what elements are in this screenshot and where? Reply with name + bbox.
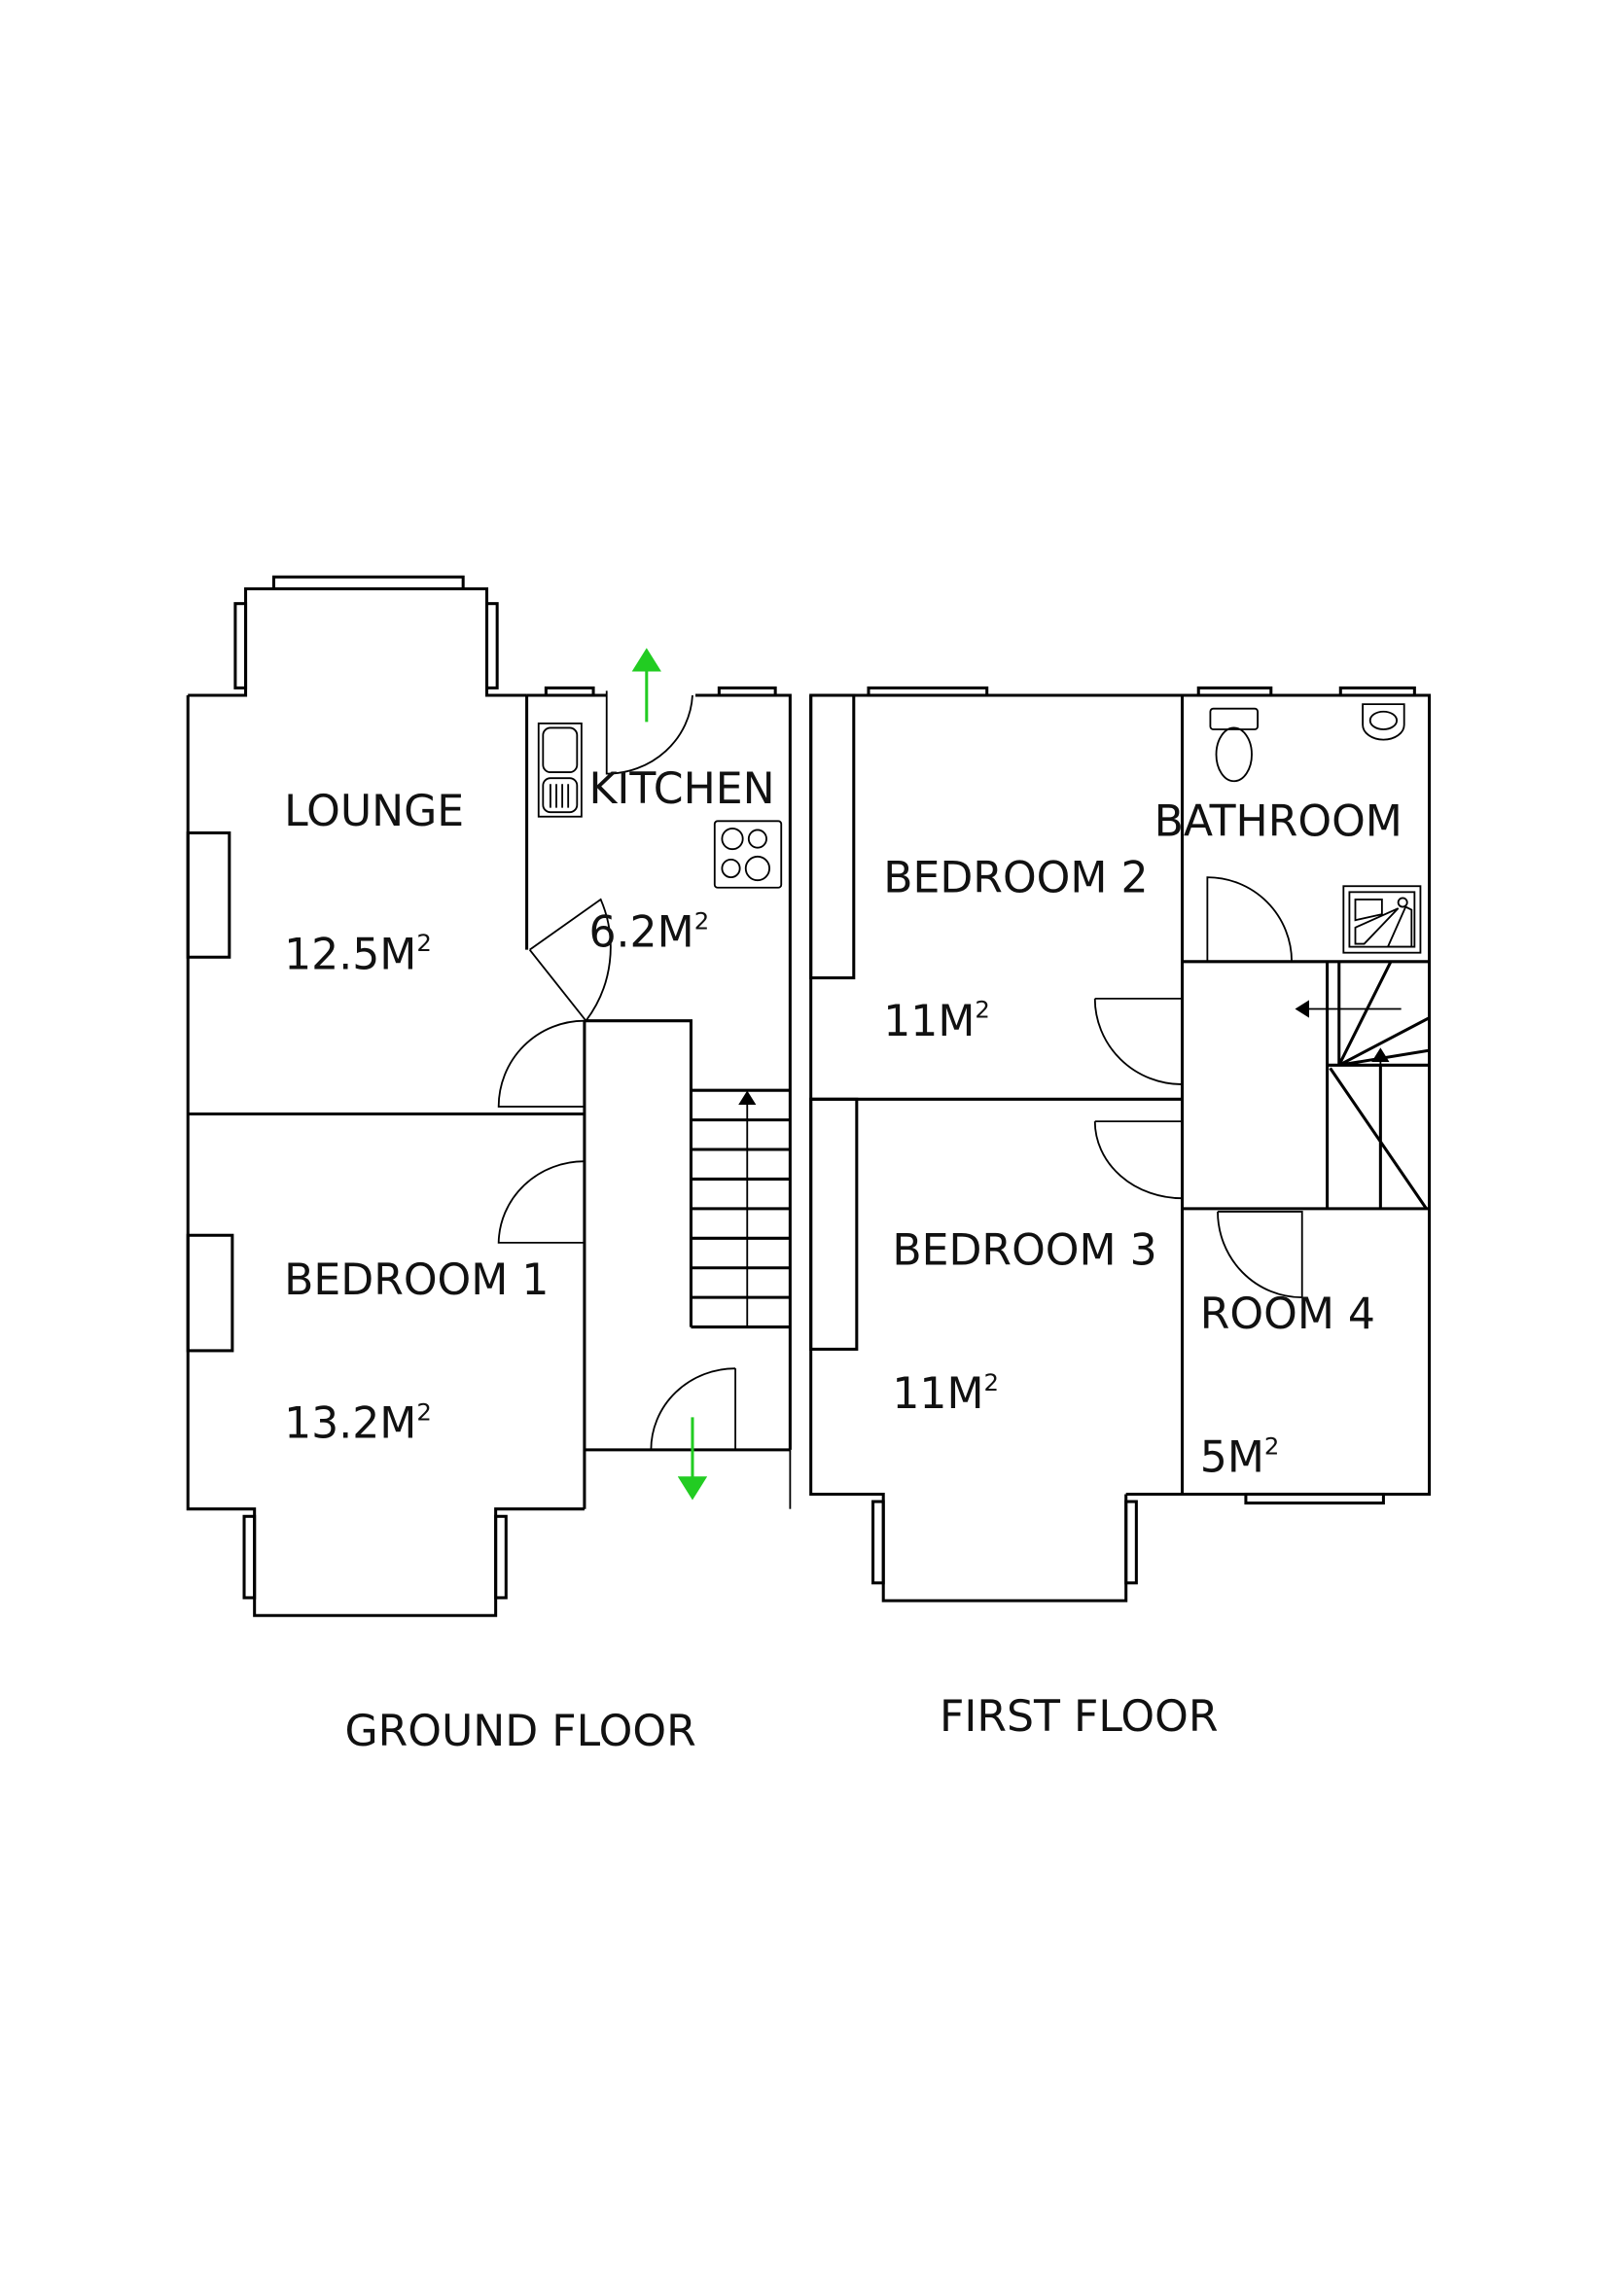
bedroom2-door[interactable]	[1093, 997, 1183, 1085]
room-area-lounge: 12.5M2	[284, 929, 432, 979]
room-name-room-4: ROOM 4	[1200, 1289, 1375, 1339]
window	[1124, 1500, 1138, 1585]
window	[544, 686, 595, 697]
room-area-bedroom-2: 11M2	[883, 996, 990, 1046]
lounge-bay	[188, 586, 527, 697]
floor-title-first: FIRST FLOOR	[940, 1692, 1218, 1742]
shower-icon	[1342, 885, 1422, 954]
internal-walls	[810, 694, 1430, 1495]
hallway-wall	[583, 1019, 791, 1509]
room-name-bedroom-2: BEDROOM 2	[883, 853, 1148, 902]
room-area-room-4: 5M2	[1200, 1431, 1280, 1482]
bedroom3-door[interactable]	[1093, 1120, 1183, 1200]
room-area-bedroom-1: 13.2M2	[284, 1397, 432, 1448]
outer-wall	[186, 694, 585, 1617]
kitchen-door[interactable]	[528, 898, 612, 1023]
chimney-breast	[809, 693, 856, 980]
bathroom-door[interactable]	[1206, 876, 1293, 962]
chimney-breast	[186, 1233, 234, 1353]
window	[484, 602, 499, 689]
room-name-bathroom: BATHROOM	[1154, 797, 1403, 847]
window	[494, 1514, 508, 1600]
lounge-door[interactable]	[497, 1019, 585, 1108]
room-area-bedroom-3: 11M2	[892, 1368, 999, 1419]
stairs	[1295, 961, 1431, 1210]
room-area-kitchen: 6.2M2	[588, 906, 709, 957]
window	[717, 686, 777, 697]
room-name-bedroom-1: BEDROOM 1	[284, 1255, 549, 1305]
window	[242, 1514, 257, 1600]
room-name-bedroom-3: BEDROOM 3	[892, 1226, 1156, 1276]
front-door[interactable]	[650, 1367, 736, 1450]
kitchen-back-door[interactable]	[605, 690, 693, 775]
floor-title-ground: GROUND FLOOR	[344, 1707, 695, 1756]
window	[1338, 686, 1416, 697]
toilet-icon	[1209, 707, 1260, 783]
chimney-breast	[809, 1097, 859, 1351]
room-name-lounge: LOUNGE	[284, 787, 464, 836]
window	[867, 686, 989, 697]
bedroom1-door[interactable]	[497, 1160, 585, 1244]
window	[871, 1500, 885, 1585]
stairs	[691, 1088, 791, 1329]
chimney-breast	[186, 830, 231, 959]
ground-floor-plan: LOUNGE 12.5M2 KITCHEN 6.2M2 BEDROOM 1 13…	[186, 575, 792, 1756]
first-floor-plan: BEDROOM 2 11M2 BATHROOM BEDROOM 3 11M2 R…	[809, 686, 1432, 1742]
window	[1244, 1492, 1385, 1505]
window	[233, 602, 248, 689]
room-name-kitchen: KITCHEN	[588, 764, 774, 814]
hob-icon	[713, 820, 783, 889]
sink-icon	[537, 722, 583, 818]
room4-door[interactable]	[1217, 1211, 1303, 1299]
window	[271, 575, 465, 590]
basin-icon	[1362, 703, 1405, 741]
window	[1196, 686, 1273, 697]
